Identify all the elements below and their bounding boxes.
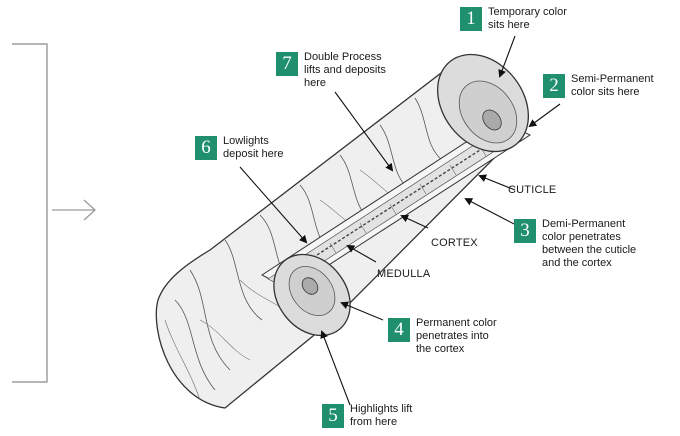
callout-number: 4 [388, 318, 410, 342]
label-cuticle: CUTICLE [508, 184, 556, 196]
callout-2: 2 Semi-Permanent color sits here [543, 74, 654, 99]
callout-text: Double Process lifts and deposits here [304, 51, 386, 90]
callout-5: 5 Highlights lift from here [322, 404, 412, 429]
callout-6: 6 Lowlights deposit here [195, 136, 284, 161]
callout-text: Semi-Permanent color sits here [571, 73, 654, 99]
callout-4: 4 Permanent color penetrates into the co… [388, 318, 497, 356]
label-medulla: MEDULLA [377, 268, 430, 280]
callout-text: Highlights lift from here [350, 403, 412, 429]
callout-text: Permanent color penetrates into the cort… [416, 317, 497, 356]
callout-number: 2 [543, 74, 565, 98]
callout-text: Demi-Permanent color penetrates between … [542, 218, 636, 270]
callout-number: 7 [276, 52, 298, 76]
callout-3: 3 Demi-Permanent color penetrates betwee… [514, 219, 636, 270]
callout-text: Temporary color sits here [488, 6, 567, 32]
callout-1: 1 Temporary color sits here [460, 7, 567, 32]
callout-text: Lowlights deposit here [223, 135, 284, 161]
callout-7: 7 Double Process lifts and deposits here [276, 52, 386, 90]
callout-number: 5 [322, 404, 344, 428]
left-bracket [12, 44, 47, 382]
callout-number: 1 [460, 7, 482, 31]
callout-number: 6 [195, 136, 217, 160]
callout-number: 3 [514, 219, 536, 243]
label-cortex: CORTEX [431, 237, 478, 249]
right-arrow-icon [52, 200, 95, 220]
